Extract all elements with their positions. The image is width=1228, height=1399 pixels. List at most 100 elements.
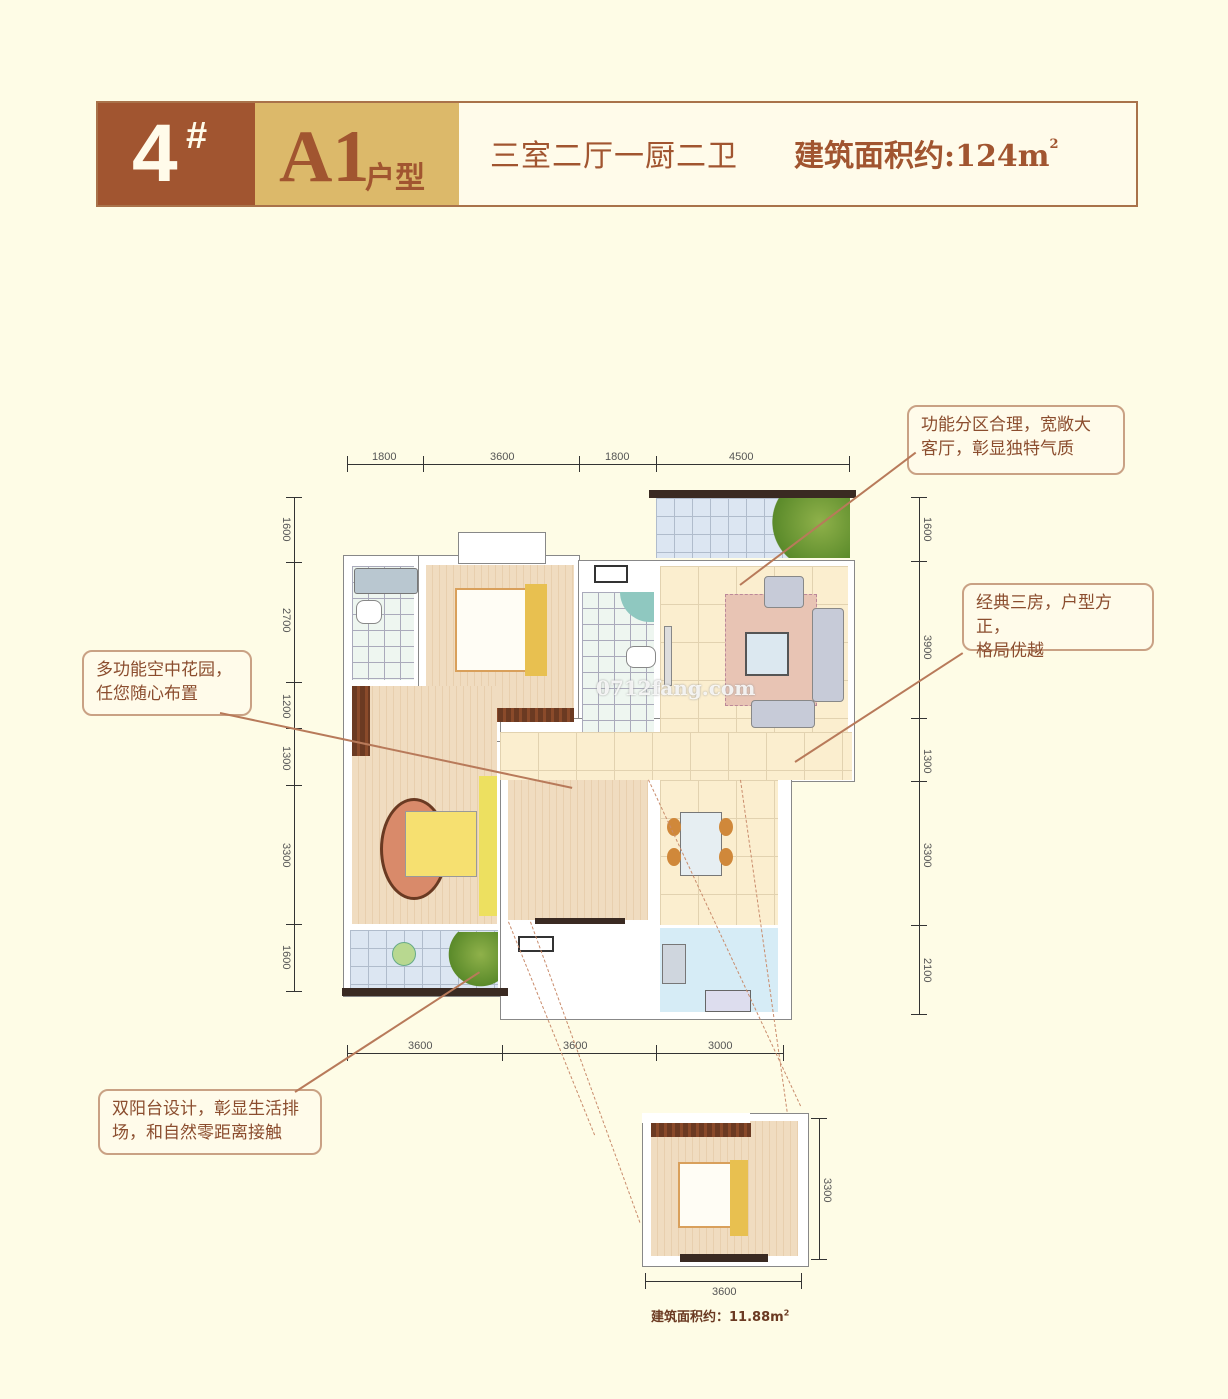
dimension-tick [911,925,927,926]
dimension-tick [911,497,927,498]
dimension-label: 3300 [280,843,292,868]
dimension-tick [656,1045,657,1061]
dimension-label: 1600 [280,945,292,970]
dimension-tick [849,456,850,472]
dimension-tick [811,1259,827,1260]
callout-text-line: 场，和自然零距离接触 [112,1123,282,1143]
dimension-tick [423,456,424,472]
callout-text-line: 经典三房，户型方正， [976,593,1112,637]
dimension-label: 4500 [729,451,754,463]
rug-icon [730,1160,748,1236]
plant-icon [440,932,498,988]
unit-type-code: A1 [279,116,370,198]
dimension-label: 1300 [921,749,933,774]
dimension-axis [294,497,295,992]
dimension-tick [502,1045,503,1061]
dimension-label: 1600 [921,517,933,542]
hallway [500,732,852,780]
chair-icon [667,848,681,866]
area-value: 124m [955,139,1050,174]
radiator-icon [594,565,628,583]
chair-icon [719,848,733,866]
dimension-label: 3300 [821,1178,833,1203]
callout-text-line: 格局优越 [976,641,1044,661]
dimension-tick [286,562,302,563]
dimension-tick [911,718,927,719]
callout-text-line: 双阳台设计，彰显生活排 [112,1099,299,1119]
total-area: 建筑面积约:124m2 [794,131,1059,175]
callout-living-room: 功能分区合理，宽敞大 客厅，彰显独特气质 [907,405,1125,475]
dimension-tick [286,497,302,498]
building-number: 4 [132,108,178,199]
dimension-tick [286,682,302,683]
inset-area-label: 建筑面积约： [651,1310,730,1325]
dimension-label: 3600 [408,1040,433,1052]
dimension-axis [919,497,920,1015]
callout-text-line: 客厅，彰显独特气质 [921,439,1074,459]
dimension-label: 3900 [921,635,933,660]
balcony-railing [649,490,856,498]
dimension-axis [347,464,850,465]
window [535,918,625,924]
dimension-tick [286,991,302,992]
sofa-icon [812,608,844,702]
inset-area: 建筑面积约：11.88m2 [651,1306,789,1325]
chair-icon [719,818,733,836]
nightstand-icon [479,776,497,916]
sky-garden-room [508,780,648,920]
dimension-axis [819,1118,820,1260]
bed-icon [405,811,477,877]
inset-area-value: 11.88m [729,1310,784,1325]
dimension-tick [911,561,927,562]
balcony-railing [342,988,508,996]
coffee-table-icon [745,632,789,676]
dimension-tick [286,785,302,786]
radiator-icon [518,936,554,952]
window [680,1254,768,1262]
dimension-label: 3600 [563,1040,588,1052]
dimension-tick [347,456,348,472]
toilet-icon [356,600,382,624]
dimension-label: 3300 [921,843,933,868]
dimension-label: 1800 [372,451,397,463]
dimension-tick [286,924,302,925]
wardrobe-icon [352,686,370,756]
dimension-label: 2100 [921,958,933,983]
plant-icon [750,498,850,558]
rug-icon [525,584,547,676]
dimension-tick [783,1045,784,1061]
sofa-icon [751,700,815,728]
watermark: 0712fang.com [596,676,756,700]
chair-icon [667,818,681,836]
unit-type-block: A1 户型 [255,103,459,205]
bay-window [458,532,546,564]
callout-text-line: 任您随心布置 [96,684,198,704]
bed-icon [455,588,529,672]
inset-wall [642,1113,750,1123]
dimension-label: 3600 [712,1286,737,1298]
building-number-block: 4 # [98,103,255,205]
toilet-icon [626,646,656,668]
sink-icon [662,944,686,984]
dimension-tick [579,456,580,472]
inset-area-unit: 2 [783,1308,790,1318]
bed-icon [678,1162,734,1228]
dimension-tick [911,1014,927,1015]
area-unit-sup: 2 [1049,137,1059,152]
layout-description: 三室二厅一厨二卫 [490,139,738,174]
area-label: 建筑面积约: [794,139,956,174]
dimension-axis [645,1281,802,1282]
dimension-label: 1800 [605,451,630,463]
dimension-tick [911,781,927,782]
callout-three-rooms: 经典三房，户型方正， 格局优越 [962,583,1154,661]
callout-text-line: 多功能空中花园， [96,660,232,680]
dimension-tick [801,1273,802,1289]
dimension-label: 3000 [708,1040,733,1052]
dimension-label: 1200 [280,694,292,719]
table-icon [392,942,416,966]
callout-double-balcony: 双阳台设计，彰显生活排 场，和自然零距离接触 [98,1089,322,1155]
bathtub-icon [354,568,418,594]
dimension-label: 3600 [490,451,515,463]
dimension-tick [286,728,302,729]
stove-icon [705,990,751,1012]
